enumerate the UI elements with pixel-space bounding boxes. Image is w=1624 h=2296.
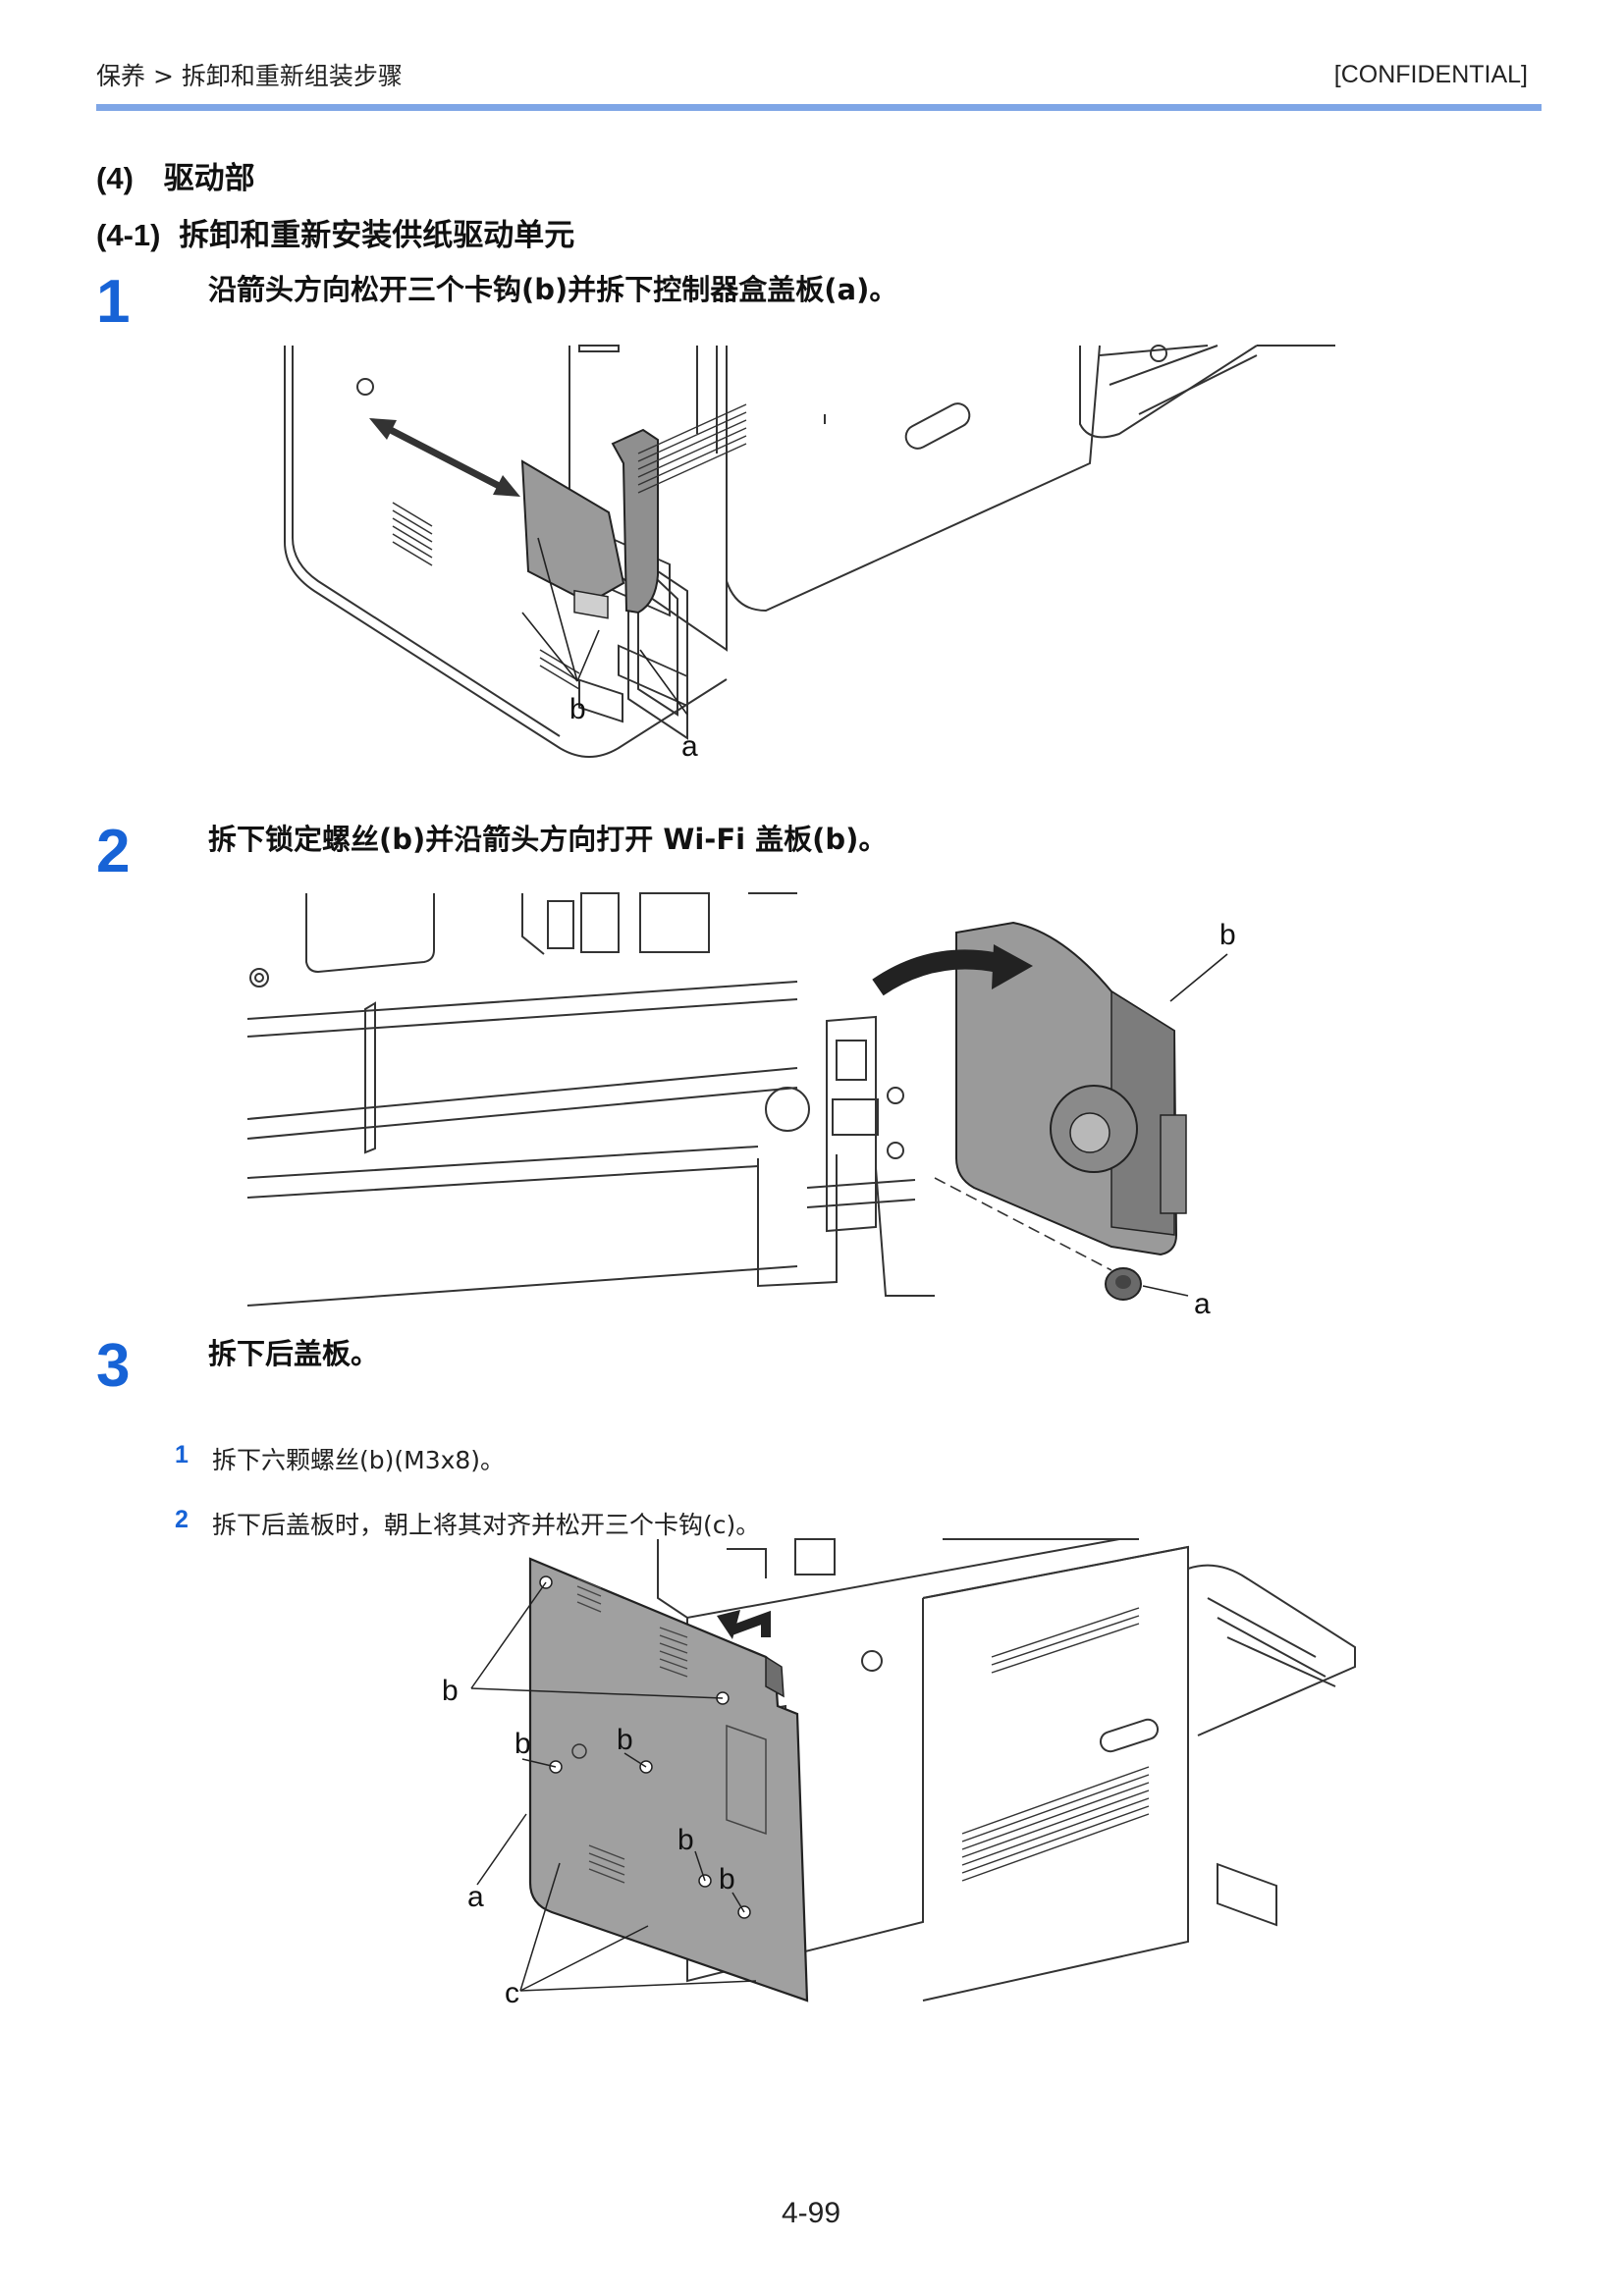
subsection-title: 拆卸和重新安装供纸驱动单元 [179,218,575,253]
step-2-text: 拆下锁定螺丝(b)并沿箭头方向打开 Wi-Fi 盖板(b)。 [208,823,888,856]
section-heading: (4) 驱动部 [96,153,255,197]
step-3-illustration: b b b b b a c [442,1538,1356,2009]
step-1-illustration: b a [284,345,1335,763]
step-1-label-b: b [569,693,586,725]
confidential-label: [CONFIDENTIAL] [1333,61,1528,88]
step-3-number: 3 [96,1332,131,1400]
step-1-label-a: a [681,730,698,763]
step-3-label-b-5: b [719,1863,735,1896]
step-3-label-b-1: b [442,1675,459,1707]
step-3-label-b-3: b [617,1724,633,1756]
step-3-label-b-2: b [514,1728,531,1760]
section-number: (4) [96,161,134,195]
step-1-text: 沿箭头方向松开三个卡钩(b)并拆下控制器盒盖板(a)。 [208,273,898,306]
step-3-label-c: c [505,1977,519,2009]
step-2-number: 2 [96,818,131,885]
section-title: 驱动部 [163,161,255,196]
substep-1-number: 1 [175,1441,189,1468]
substep-2-number: 2 [175,1506,189,1533]
step-3-label-b-4: b [677,1824,694,1856]
step-2-illustration: b a [246,892,1236,1320]
step-2-label-a: a [1194,1288,1211,1320]
step-3-text: 拆下后盖板。 [208,1337,380,1370]
page-number: 4-99 [782,2197,841,2229]
substep-2-text: 拆下后盖板时，朝上将其对齐并松开三个卡钩(c)。 [212,1511,761,1539]
header-divider [96,104,1542,111]
step-2-label-b: b [1219,919,1236,951]
subsection-number: (4-1) [96,218,161,252]
subsection-heading: (4-1) 拆卸和重新安装供纸驱动单元 [96,210,574,254]
substep-1-text: 拆下六颗螺丝(b)(M3x8)。 [212,1446,506,1474]
breadcrumb: 保养 > 拆卸和重新组装步骤 [96,62,403,90]
step-3-label-a: a [467,1881,484,1913]
step-1-number: 1 [96,268,131,336]
